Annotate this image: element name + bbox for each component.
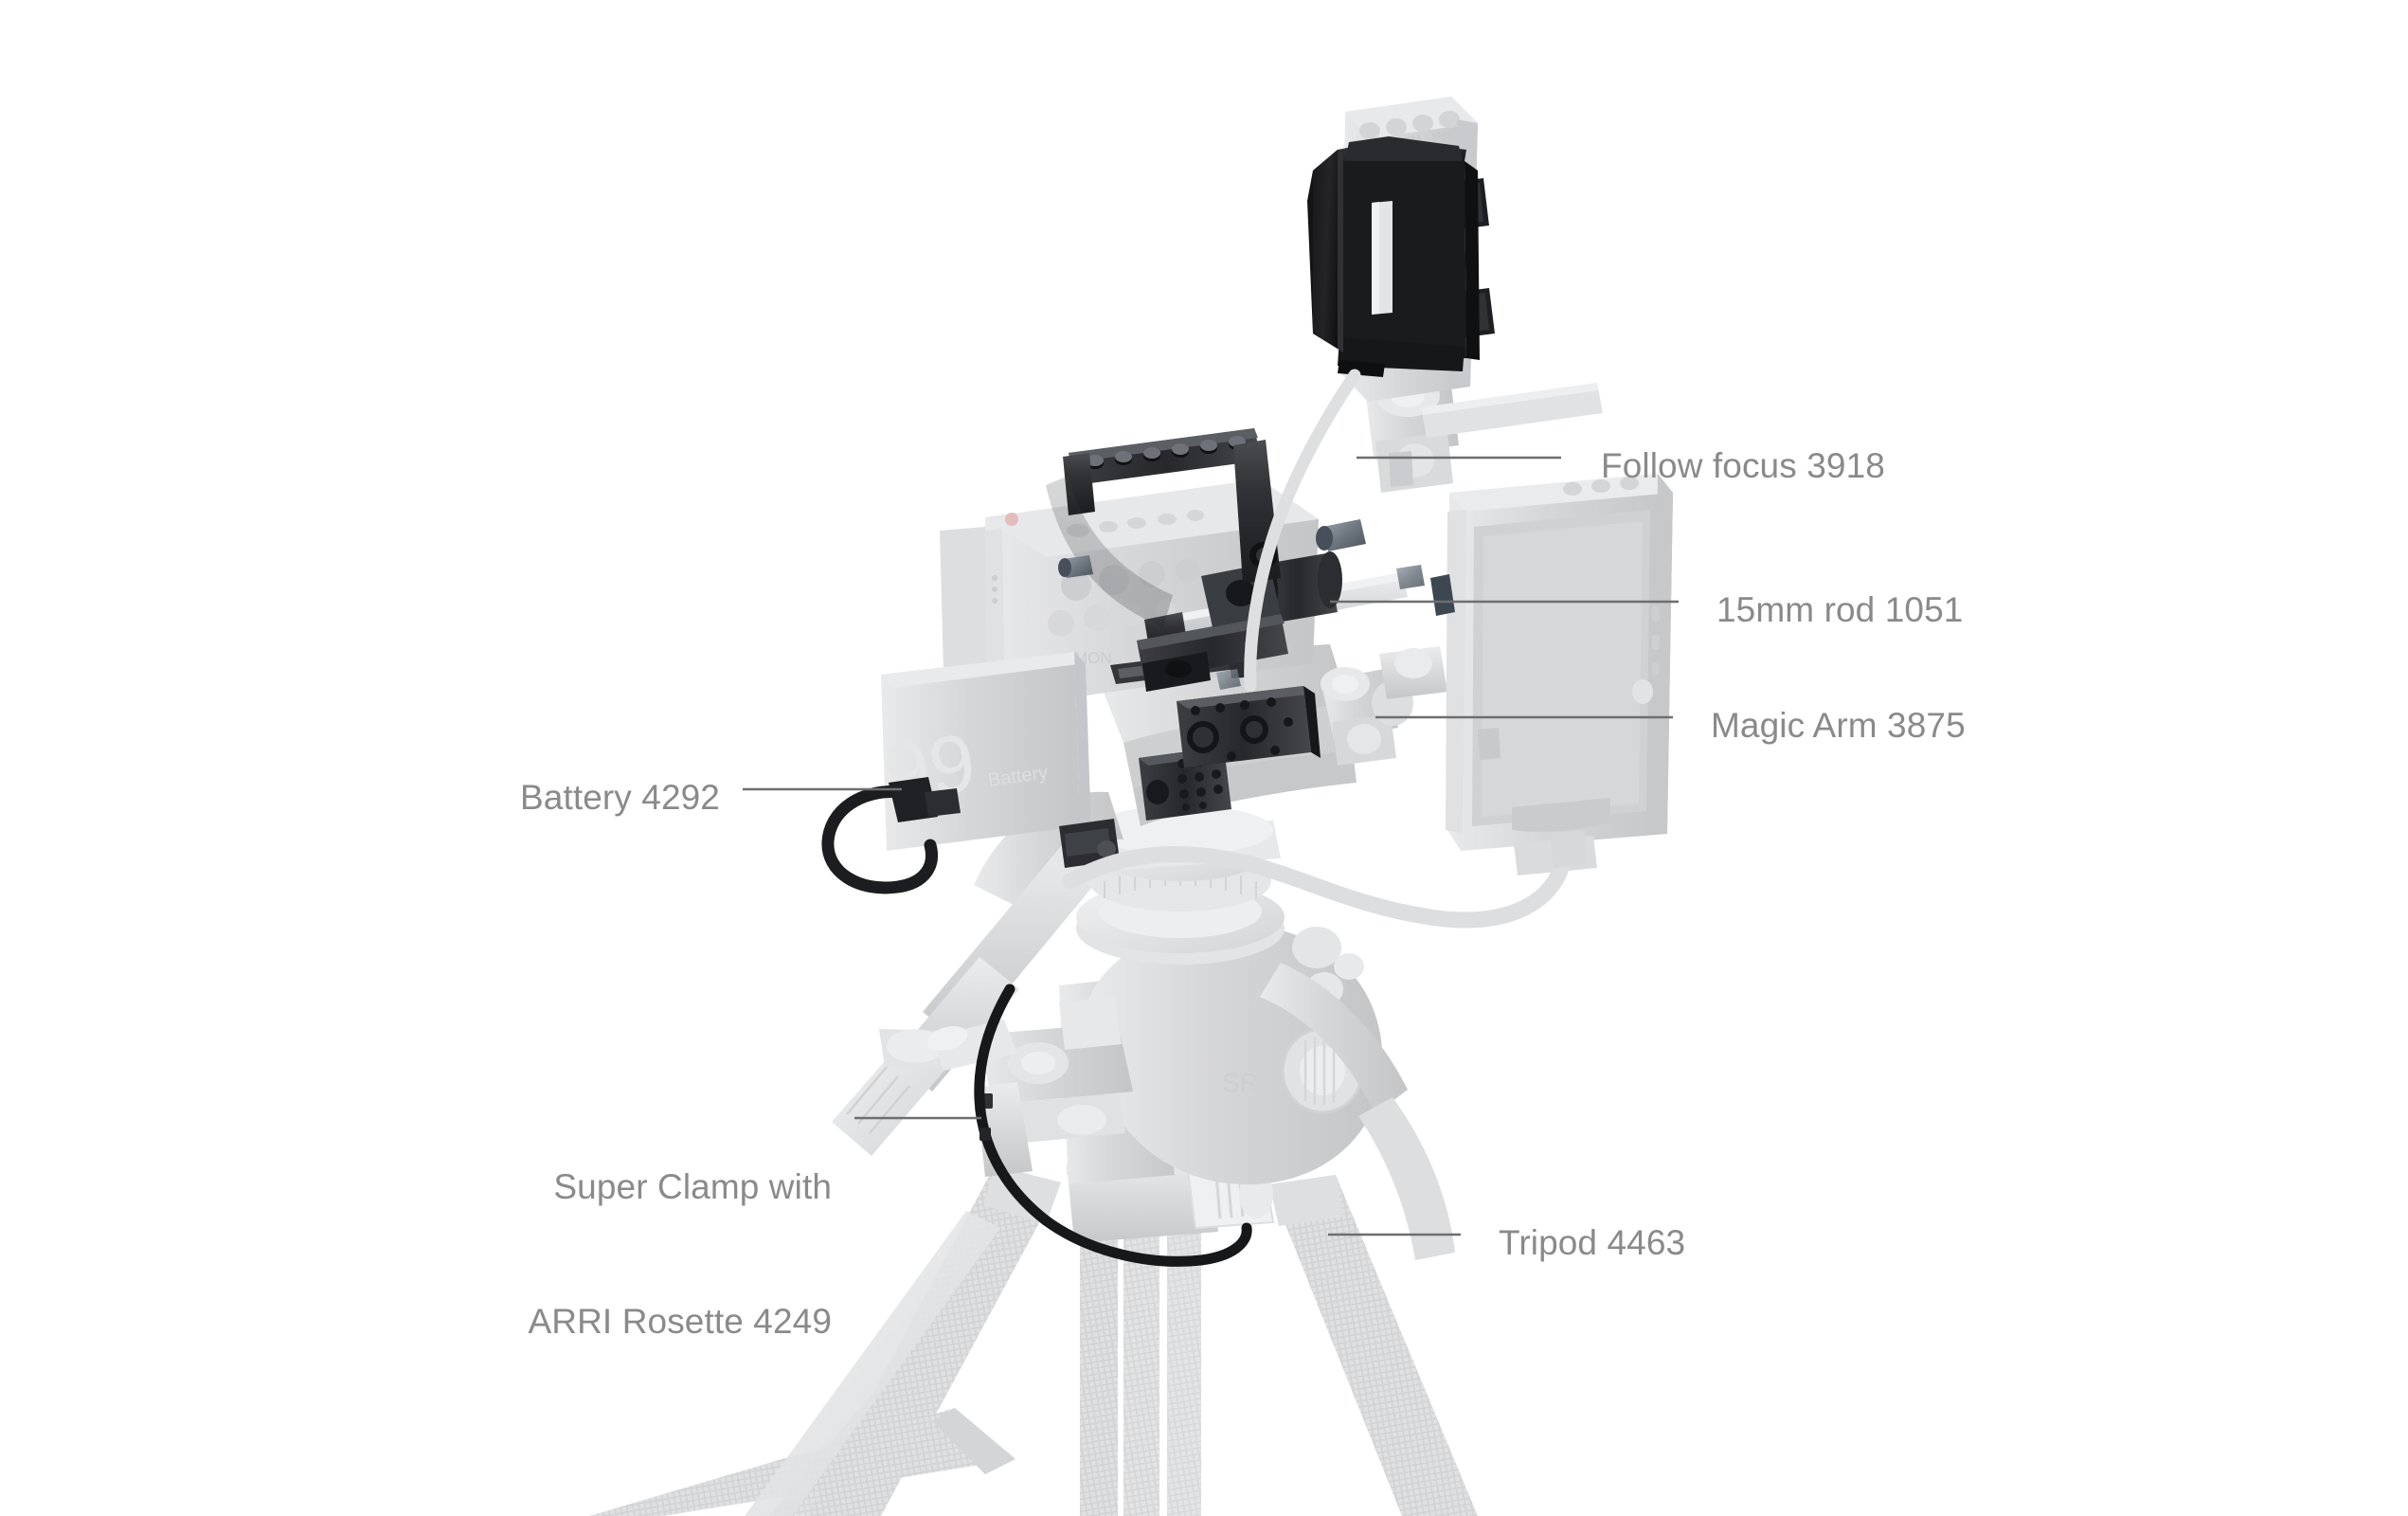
- monitor-sunhood: [1307, 136, 1480, 377]
- svg-text:Main: Main: [1431, 129, 1455, 143]
- hdmi-cable: [1062, 844, 1573, 929]
- svg-text:SR: SR: [1222, 1068, 1259, 1097]
- side-mount-plate: [1177, 686, 1321, 767]
- hdmi-connector: [1550, 830, 1588, 868]
- callout-label-battery: Battery 4292: [519, 778, 720, 817]
- leader-lines: [743, 456, 1679, 1236]
- super-clamp: [926, 997, 1133, 1177]
- battery-power-cable: [821, 785, 938, 894]
- caged-field-monitor: [1446, 474, 1673, 875]
- mounting-screws: [1058, 519, 1455, 690]
- magic-arm: [1321, 646, 1447, 766]
- callout-label-super-clamp-line2: ARRI Rosette 4249: [528, 1301, 832, 1341]
- callout-label-super-clamp-line1: Super Clamp with: [553, 1166, 832, 1206]
- callout-label-magic-arm: Magic Arm 3875: [1711, 706, 1966, 745]
- v-mount-battery: 99 Battery: [878, 652, 1120, 868]
- clamp-set-screw: [979, 1128, 991, 1141]
- callout-label-super-clamp: Super Clamp with ARRI Rosette 4249: [529, 1074, 832, 1434]
- callout-label-follow-focus: Follow focus 3918: [1601, 446, 1885, 485]
- callout-label-15mm-rod: 15mm rod 1051: [1716, 590, 1964, 629]
- callout-label-tripod: Tripod 4463: [1499, 1223, 1686, 1262]
- lower-routing-cable: [974, 984, 1252, 1267]
- monitor-signal-cable: [1244, 369, 1361, 693]
